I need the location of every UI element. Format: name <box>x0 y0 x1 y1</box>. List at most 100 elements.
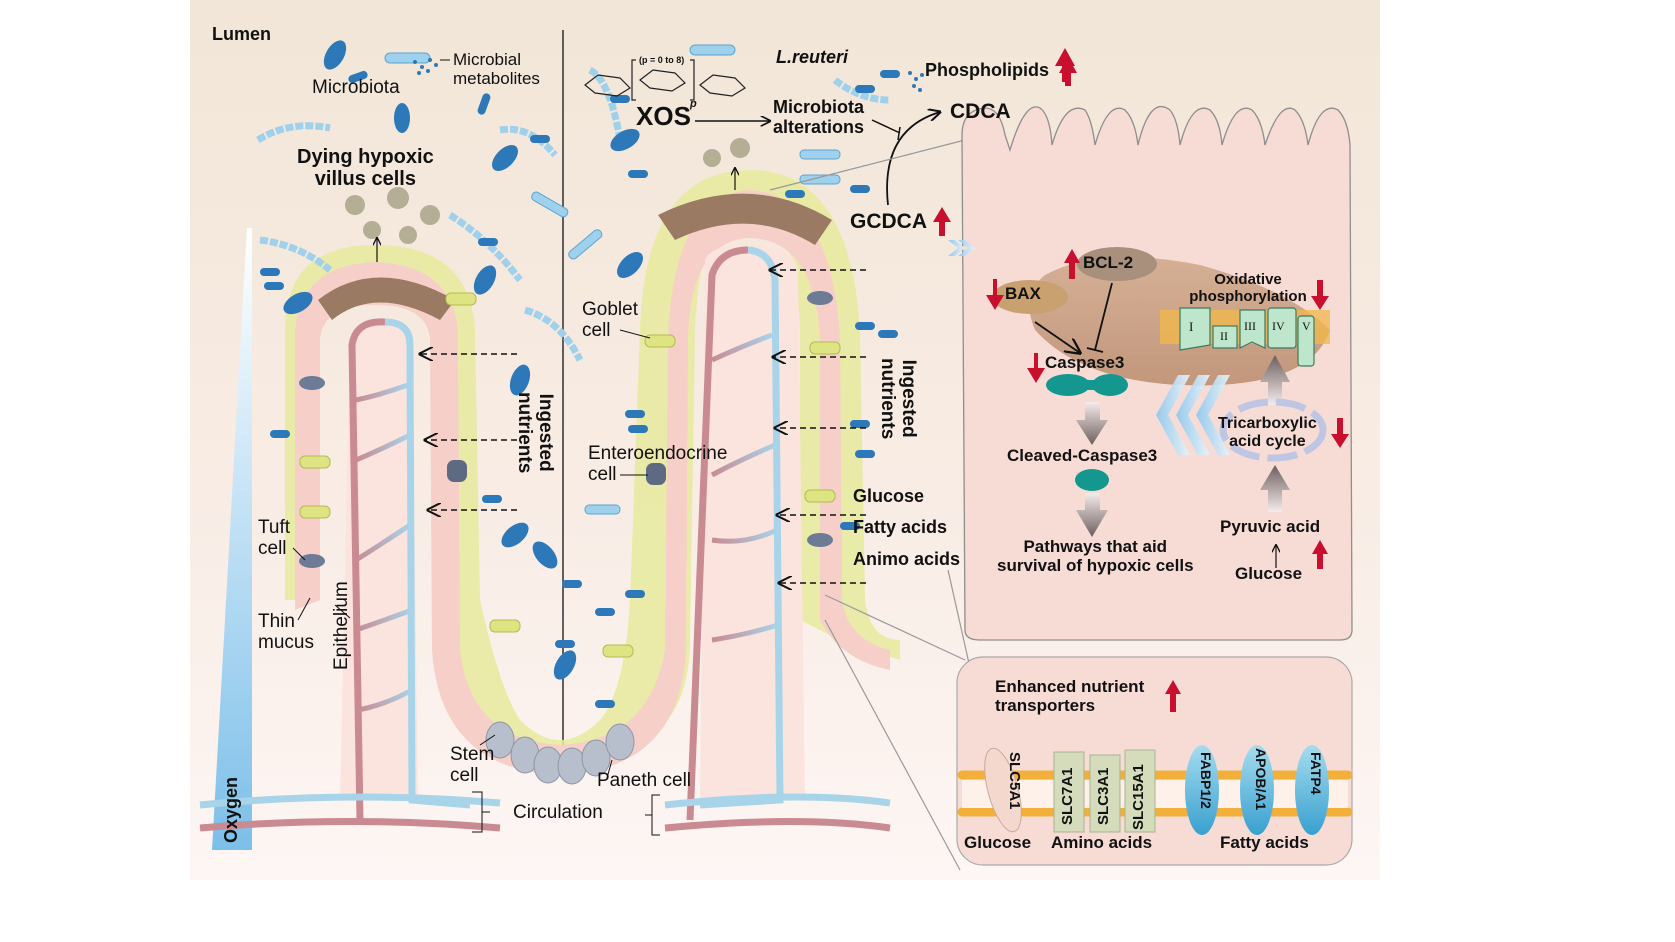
slc15a1-label: SLC15A1 <box>1130 764 1147 830</box>
up-arrow-icon <box>1064 249 1080 279</box>
circulation-artery <box>664 818 891 832</box>
xos-label: XOS <box>636 101 691 131</box>
nutrient-arrows <box>420 270 866 583</box>
down-arrow-icon <box>1311 280 1329 310</box>
zoom-connector <box>824 594 966 661</box>
flow-arrow-up <box>1260 355 1290 405</box>
cdca-label: CDCA <box>950 100 1011 123</box>
complex-iv-label: IV <box>1272 319 1285 333</box>
label-pointers <box>292 329 660 836</box>
enteroendocrine-cell-label: Enteroendocrine cell <box>588 443 727 486</box>
nutrient-amino-acids-label: Animo acids <box>853 549 961 569</box>
capillary <box>711 527 779 544</box>
label-line: Tricarboxylic <box>1218 415 1317 432</box>
circulation-artery <box>199 818 501 832</box>
fatp4-label: FATP4 <box>1308 752 1324 795</box>
artery-right <box>686 246 749 821</box>
bax-oval <box>992 280 1068 314</box>
lumen-label: Lumen <box>212 24 272 44</box>
artery-left <box>348 318 386 821</box>
fatp4-protein <box>1295 745 1329 835</box>
stem-cell-label: Stem cell <box>450 744 495 787</box>
caspase3-label: Caspase3 <box>1045 353 1125 372</box>
label-line: Stem <box>450 744 495 765</box>
oxygen-label: Oxygen <box>221 776 241 843</box>
slc5a1-protein <box>984 747 1022 833</box>
group-fatty-acids-label: Fatty acids <box>1220 833 1309 852</box>
tca-cycle-ring <box>1219 398 1327 462</box>
fabp-protein <box>1185 745 1219 835</box>
down-arrow-icon <box>986 279 1004 310</box>
slc7a1-protein <box>1053 751 1085 833</box>
zoom-connector <box>769 139 966 191</box>
flow-arrow <box>1076 493 1108 537</box>
complex-iii-label: III <box>1244 319 1256 333</box>
slc3a1-label: SLC3A1 <box>1095 767 1112 825</box>
circulation-label: Circulation <box>513 802 603 823</box>
label-line: cell <box>588 463 617 485</box>
down-arrow-icon <box>1027 353 1045 383</box>
circulation-vein <box>664 793 891 809</box>
tuft-cell-label: Tuft cell <box>258 517 291 560</box>
label-line: Oxidative <box>1214 271 1282 288</box>
label-line: Tuft <box>258 517 291 538</box>
vein-right <box>699 246 784 809</box>
capillary <box>710 332 773 363</box>
slc5a1-label: SLC5A1 <box>1006 752 1023 810</box>
label-line: cell <box>582 319 611 341</box>
label-line: Microbiota <box>773 97 865 117</box>
label-line: Goblet <box>582 299 638 320</box>
slc15a1-protein <box>1124 749 1156 833</box>
capillary <box>354 522 412 563</box>
label-line: alterations <box>773 116 865 137</box>
cleaved-caspase3 <box>1075 469 1109 491</box>
label-line: acid cycle <box>1229 432 1306 450</box>
nutrient-fatty-acids-label: Fatty acids <box>853 517 948 537</box>
ingested-nutrients-right-label: Ingested nutrients <box>876 358 919 439</box>
label-line: phosphorylation <box>1189 287 1307 305</box>
chevron-icon <box>948 240 1230 455</box>
capillary <box>711 622 779 643</box>
vein-left <box>384 318 471 809</box>
dying-cells <box>345 138 750 244</box>
complex-ii-label: II <box>1220 329 1228 343</box>
bacteria <box>256 40 900 708</box>
microbial-metabolite-dots <box>413 58 924 92</box>
goblet-cells <box>299 292 841 658</box>
complex-v-label: V <box>1302 319 1311 333</box>
lamina-propria-right <box>700 245 805 800</box>
dying-cell-cap-left <box>318 277 455 320</box>
label-line: Thin <box>258 611 295 632</box>
label-line: nutrients <box>514 392 536 474</box>
up-arrow-icon <box>1165 680 1181 712</box>
microbiota-label: Microbiota <box>312 77 400 98</box>
label-line: Ingested <box>535 393 556 472</box>
up-arrow-icon <box>1312 540 1328 569</box>
xos-structure <box>584 59 746 101</box>
capillary <box>355 432 412 463</box>
epithelium-label: Epithelium <box>331 581 352 670</box>
bcl2-label: BCL-2 <box>1083 253 1134 272</box>
apob-protein <box>1240 745 1274 835</box>
gcdca-to-cdca-arrow <box>886 112 940 206</box>
transporters-title: Enhanced nutrient transporters <box>995 677 1145 715</box>
capillary <box>710 442 776 478</box>
xos-p-note: (p = 0 to 8) <box>639 55 685 65</box>
dying-cells-label: Dying hypoxic villus cells <box>297 146 434 190</box>
label-line: Enhanced nutrient <box>995 677 1145 696</box>
complex-i-label: I <box>1189 319 1194 334</box>
thin-mucus-label: Thin mucus <box>258 611 314 654</box>
left-villus <box>199 170 900 832</box>
label-line: metabolites <box>453 68 540 88</box>
label-line: villus cells <box>314 168 416 190</box>
xos-subscript: p <box>690 98 697 110</box>
label-line: Pathways that aid <box>1023 537 1168 556</box>
epithelium-left <box>295 190 890 775</box>
capillary <box>355 382 409 403</box>
glucose-cell-label: Glucose <box>1235 564 1303 583</box>
zoom-connector <box>824 619 961 871</box>
goblet-cell-label: Goblet cell <box>582 299 638 342</box>
slc3a1-protein <box>1089 754 1121 833</box>
microbial-metabolites-label: Microbial metabolites <box>453 50 540 88</box>
